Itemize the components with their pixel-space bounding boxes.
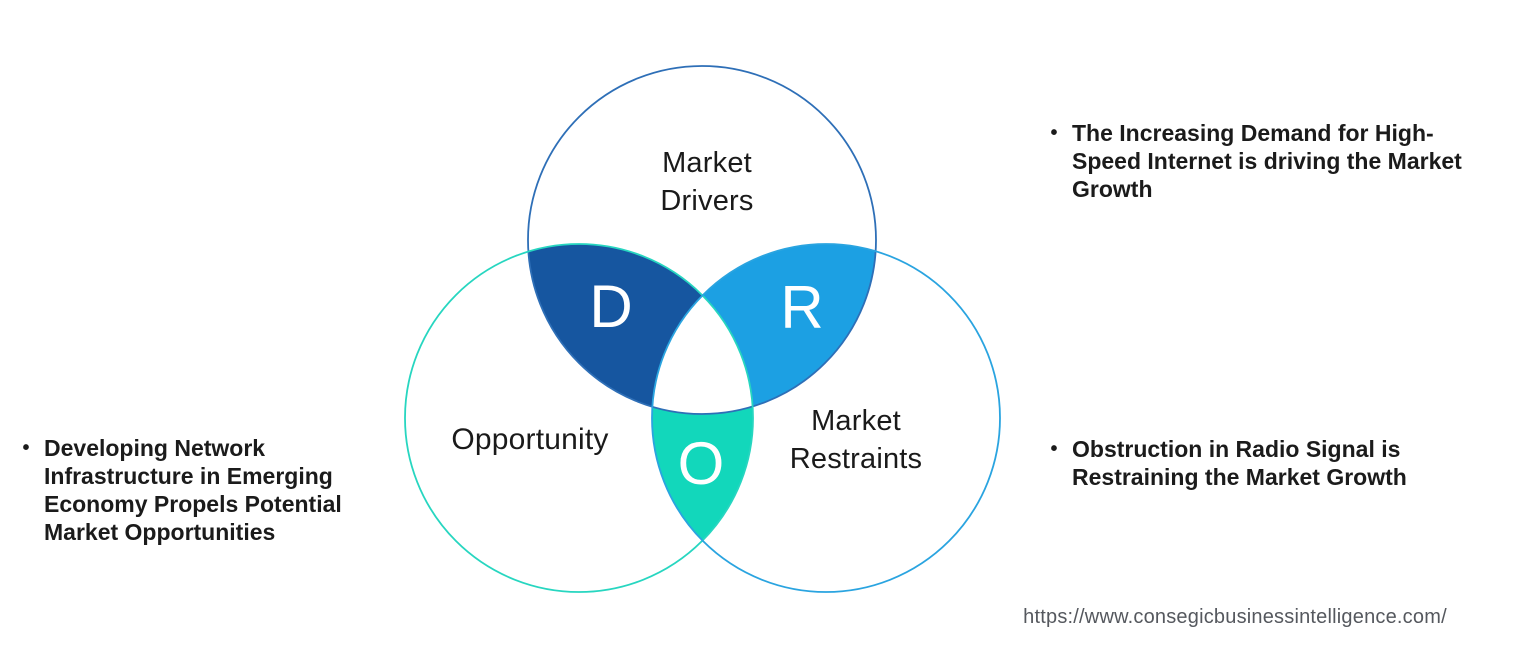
drivers-circle-label: Market Drivers xyxy=(557,144,857,220)
source-url: https://www.consegicbusinessintelligence… xyxy=(1023,606,1447,628)
restraints-label-line2: Restraints xyxy=(789,443,923,475)
note-line: The Increasing Demand for High- xyxy=(1072,120,1434,146)
note-opportunity: • Developing Network Infrastructure in E… xyxy=(18,434,358,546)
note-restraint-text: Obstruction in Radio Signal is Restraini… xyxy=(1072,435,1407,491)
note-line: Growth xyxy=(1072,176,1153,202)
bullet-icon: • xyxy=(22,437,30,459)
note-line: Obstruction in Radio Signal is xyxy=(1072,436,1401,462)
note-restraint: • Obstruction in Radio Signal is Restrai… xyxy=(1046,435,1476,491)
drivers-label-line1: Market xyxy=(662,147,752,179)
overlap-letter-r: R xyxy=(780,274,824,341)
overlap-letter-o: O xyxy=(677,430,725,497)
restraints-circle-outline xyxy=(651,243,1001,593)
note-line: Developing Network xyxy=(44,435,266,461)
note-driver-text: The Increasing Demand for High- Speed In… xyxy=(1072,119,1462,203)
opportunity-label-line1: Opportunity xyxy=(451,423,609,456)
note-line: Speed Internet is driving the Market xyxy=(1072,148,1462,174)
note-line: Economy Propels Potential xyxy=(44,491,342,517)
restraints-label-line1: Market xyxy=(811,405,901,437)
restraints-circle-label: Market Restraints xyxy=(706,402,1006,478)
note-line: Infrastructure in Emerging xyxy=(44,463,333,489)
note-line: Market Opportunities xyxy=(44,519,276,545)
bullet-icon: • xyxy=(1050,438,1058,460)
opportunity-circle-outline xyxy=(404,243,754,593)
note-line: Restraining the Market Growth xyxy=(1072,464,1407,490)
overlap-region-drivers-restraints xyxy=(652,244,876,414)
overlap-letter-d: D xyxy=(589,273,633,340)
note-driver: • The Increasing Demand for High- Speed … xyxy=(1046,119,1476,203)
overlap-fill-d xyxy=(528,244,753,414)
drivers-circle-outline xyxy=(527,65,877,415)
bullet-icon: • xyxy=(1050,122,1058,144)
opportunity-circle-label: Opportunity xyxy=(380,421,680,459)
drivers-label-line2: Drivers xyxy=(660,185,754,217)
overlap-fill-r xyxy=(652,244,876,414)
overlap-region-drivers-opportunity xyxy=(528,244,753,414)
note-opportunity-text: Developing Network Infrastructure in Eme… xyxy=(44,434,342,546)
